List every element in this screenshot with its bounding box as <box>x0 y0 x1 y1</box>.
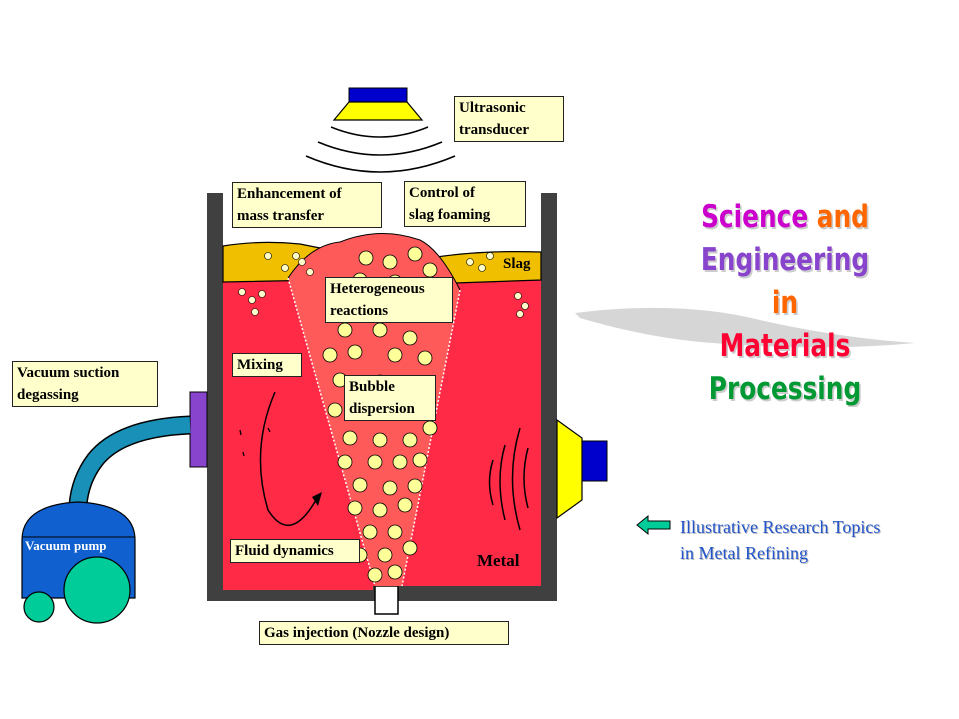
title-shadow-swoosh <box>575 307 915 348</box>
bubble <box>372 322 388 338</box>
small-bubble <box>251 308 259 316</box>
small-bubble <box>264 252 272 260</box>
bubble <box>342 430 358 446</box>
bubble <box>382 254 398 270</box>
title-word-and: and <box>816 199 869 235</box>
fluid-dynamics-label: Fluid dynamics <box>230 539 360 563</box>
bubble <box>407 246 423 262</box>
title-word-science: Science <box>701 199 809 235</box>
vessel-right-wall <box>541 193 557 601</box>
top-transducer-head <box>348 87 408 103</box>
bubble <box>372 502 388 518</box>
bath-wave-2 <box>511 427 521 531</box>
bubble <box>402 432 418 448</box>
heterogeneous-label: Heterogeneous reactions <box>325 277 453 323</box>
bubble <box>367 567 383 583</box>
bubble <box>387 524 403 540</box>
top-transducer-horn <box>332 101 424 121</box>
mixing-arrowhead <box>312 492 322 506</box>
bubble <box>358 250 374 266</box>
bubble <box>337 322 353 338</box>
mixing-label: Mixing <box>232 353 302 377</box>
bubble <box>362 524 378 540</box>
bubble <box>397 497 413 513</box>
bath-wave-1 <box>499 444 506 521</box>
bubble <box>417 350 433 366</box>
bubble <box>322 347 338 363</box>
top-wave-3 <box>305 155 456 173</box>
bath-wave-3 <box>488 459 494 506</box>
note-arrow-icon <box>636 514 671 536</box>
plume-top-edge <box>287 233 461 291</box>
top-wave-2 <box>317 141 443 156</box>
page-title: Science and Engineering in Materials Pro… <box>653 196 917 411</box>
vacuum-pump-label: Vacuum pump <box>25 538 107 553</box>
small-bubble <box>466 258 474 266</box>
bubble <box>327 402 343 418</box>
pump-wheel-small <box>23 591 55 623</box>
research-topics-note: Illustrative Research Topics in Metal Re… <box>680 517 881 563</box>
small-bubble <box>516 310 524 318</box>
bubble <box>367 454 383 470</box>
bubble <box>352 477 368 493</box>
bubble <box>347 344 363 360</box>
bubble <box>412 452 428 468</box>
bath-wave-4 <box>523 447 529 509</box>
small-bubble <box>298 258 306 266</box>
control-label: Control of slag foaming <box>404 181 526 227</box>
bubble <box>382 480 398 496</box>
mixing-flow-arrow <box>259 391 317 527</box>
small-bubble <box>306 268 314 276</box>
ultrasonic-transducer-label: Ultrasonic transducer <box>454 96 564 142</box>
title-word-engineering: Engineering <box>700 242 870 278</box>
small-bubble <box>248 296 256 304</box>
metal-tap <box>536 565 557 601</box>
gas-injection-label: Gas injection (Nozzle design) <box>259 621 509 645</box>
bubble <box>347 500 363 516</box>
flow-dashes <box>239 427 271 457</box>
small-bubble <box>521 302 529 310</box>
small-bubble <box>478 264 486 272</box>
small-bubble <box>281 264 289 272</box>
title-word-in: in <box>771 285 799 321</box>
bubble <box>372 432 388 448</box>
small-bubble <box>258 290 266 298</box>
small-bubble <box>486 252 494 260</box>
enhancement-label: Enhancement of mass transfer <box>232 182 382 228</box>
title-word-materials: Materials <box>719 328 851 364</box>
pump-wheel-large <box>63 556 131 624</box>
top-wave-1 <box>330 126 429 138</box>
vessel-bottom-right <box>398 586 557 601</box>
vessel-left-wall <box>207 193 223 601</box>
title-word-processing: Processing <box>708 371 862 407</box>
metal-label: Metal <box>477 551 520 570</box>
plume-boundary-left <box>287 277 376 587</box>
small-bubble <box>238 288 246 296</box>
bubble <box>377 547 393 563</box>
side-transducer-horn <box>556 418 583 520</box>
bubble <box>422 420 438 436</box>
vacuum-port <box>189 391 208 468</box>
small-bubble <box>292 252 300 260</box>
slag-label: Slag <box>503 256 531 272</box>
vacuum-suction-label: Vacuum suction degassing <box>12 361 158 407</box>
bubble <box>422 262 438 278</box>
bubble <box>402 540 418 556</box>
nozzle <box>374 585 399 615</box>
small-bubble <box>514 292 522 300</box>
bubble <box>387 564 403 580</box>
bubble <box>392 454 408 470</box>
side-transducer-head <box>581 440 608 482</box>
bubble-dispersion-label: Bubble dispersion <box>344 375 436 421</box>
bubble <box>387 347 403 363</box>
bubble <box>337 454 353 470</box>
bubble <box>407 478 423 494</box>
bubble <box>402 330 418 346</box>
